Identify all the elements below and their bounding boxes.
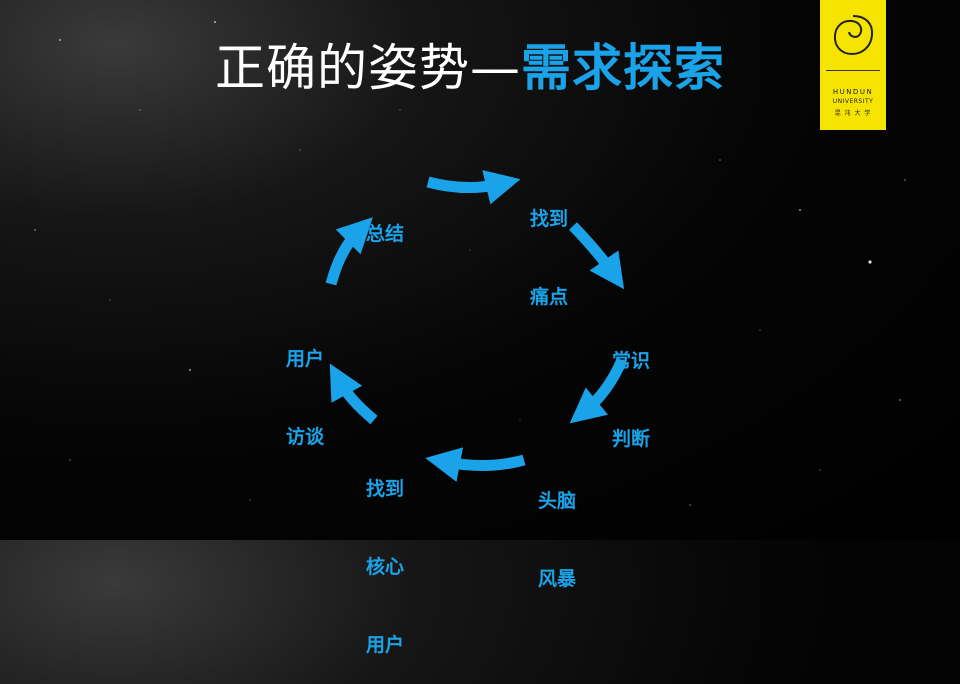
arrow-brainstorm-to-coreuser [425,447,526,482]
logo-text-line1: HUNDUN [832,88,874,96]
arrow-judgement-to-brainstorm [569,357,628,424]
node-brainstorm-line1: 头脑 [538,490,577,512]
title-main-text: 正确的姿势— [215,39,521,97]
logo-divider [826,70,880,71]
hundun-university-logo: HUNDUN UNIVERSITY 混 沌 大 学 [820,0,886,130]
arrow-painpoint-to-judgement [569,222,625,290]
node-find-core-user: 找到 核心 用户 [366,424,404,684]
node-find-painpoint-line2: 痛点 [530,286,569,308]
starfield-background [34,21,906,506]
cycle-arrows [325,170,628,482]
node-find-painpoint-line1: 找到 [530,208,569,230]
node-judgement-line1: 常识 [612,350,651,372]
node-core-user-line1: 找到 [366,478,405,500]
node-summary-line1: 总结 [366,223,405,245]
node-user-interview: 用户 访谈 [286,294,324,476]
node-find-painpoint: 找到 痛点 [530,154,568,336]
logo-ring-icon [833,15,874,56]
node-interview-line1: 用户 [286,348,325,370]
logo-text-line3: 混 沌 大 学 [834,110,872,117]
node-summary: 总结 [366,169,404,273]
node-common-sense-judgement: 常识 判断 [612,296,650,478]
node-interview-line2: 访谈 [286,426,325,448]
node-core-user-line2: 核心 [366,556,405,578]
slide-title: 正确的姿势—需求探索 [0,36,940,100]
node-core-user-line3: 用户 [366,634,405,656]
logo-text-line2: UNIVERSITY [832,98,874,105]
arrow-coreuser-to-interview [329,363,378,425]
node-judgement-line2: 判断 [612,428,651,450]
arrow-summary-to-painpoint [426,170,521,205]
title-highlight-text: 需求探索 [521,39,725,97]
node-brainstorm: 头脑 风暴 [538,436,576,618]
node-brainstorm-line2: 风暴 [538,568,577,590]
arrow-interview-to-summary [325,217,373,286]
